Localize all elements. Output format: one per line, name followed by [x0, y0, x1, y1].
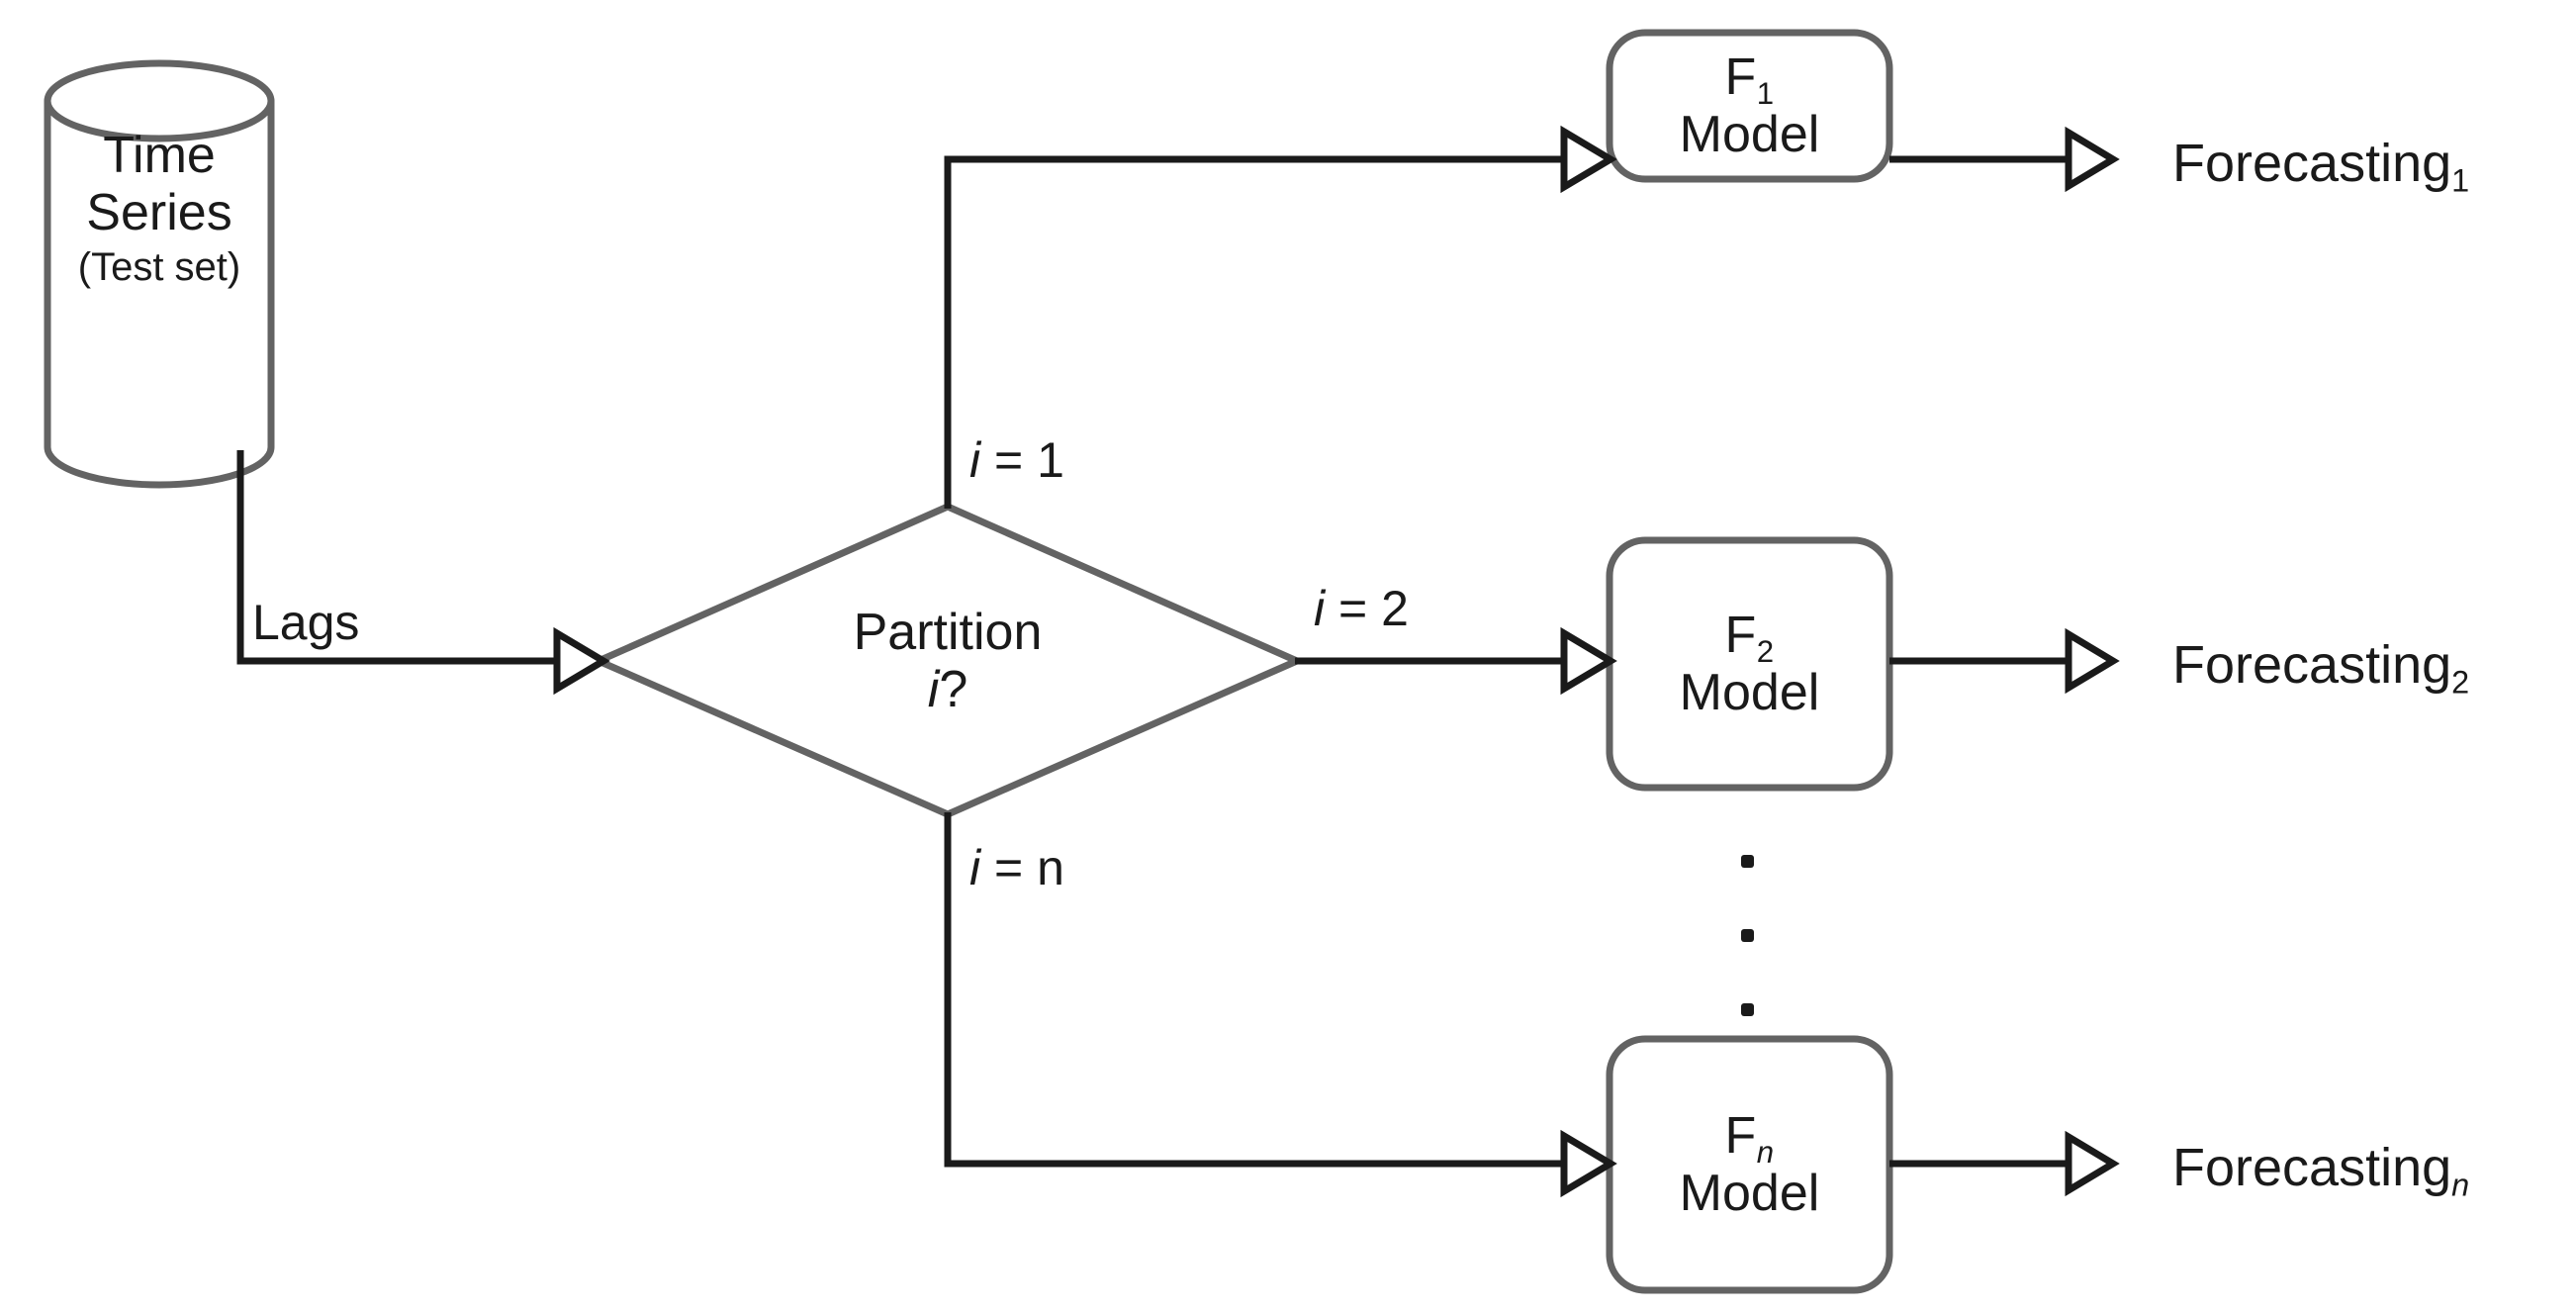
datastore-line-2: Series [86, 184, 232, 242]
model-1-subscript: 1 [1756, 75, 1775, 111]
model-1-word: Model [1679, 106, 1820, 163]
model-2-word: Model [1679, 664, 1820, 721]
output-label-1: Forecasting1 [2172, 133, 2469, 197]
decision-line-2: i? [928, 661, 967, 718]
model-n-word: Model [1679, 1165, 1820, 1222]
decision-label: Partition i? [750, 582, 1146, 740]
decision-question-mark: ? [939, 661, 968, 718]
edge-branch-2 [1295, 626, 1617, 696]
edge-lags [236, 450, 610, 696]
output-1-subscript: 1 [2451, 162, 2470, 199]
edge-branch-n [944, 812, 1617, 1198]
datastore-label: Time Series (Test set) [47, 127, 271, 290]
datastore-line-1: Time [103, 127, 216, 184]
branch-n-value: = n [980, 840, 1064, 895]
branch-2-variable: i [1314, 581, 1326, 636]
decision-variable: i [927, 661, 940, 718]
edge-output-2 [1889, 627, 2120, 695]
edge-label-lags: Lags [252, 595, 360, 650]
model-box-n-label: Fn Model [1610, 1039, 1889, 1290]
output-n-subscript: n [2451, 1167, 2470, 1203]
branch-1-value: = 1 [980, 432, 1064, 488]
output-n-text: Forecasting [2172, 1138, 2452, 1197]
output-1-text: Forecasting [2172, 134, 2452, 193]
model-n-subscript: n [1756, 1134, 1775, 1170]
edge-label-branch-n: i = n [969, 839, 1064, 896]
datastore-cylinder-shape [44, 59, 275, 489]
branch-n-variable: i [969, 840, 981, 895]
model-box-1-shape [1606, 29, 1893, 183]
output-2-text: Forecasting [2172, 635, 2452, 695]
edge-output-1 [1889, 126, 2120, 193]
vertical-ellipsis-icon [1741, 855, 1754, 1016]
model-n-symbol: Fn [1724, 1106, 1775, 1170]
output-label-2: Forecasting2 [2172, 634, 2469, 699]
edge-label-branch-1: i = 1 [969, 431, 1064, 489]
branch-2-value: = 2 [1325, 581, 1409, 636]
branch-1-variable: i [969, 432, 981, 488]
model-2-symbol: F2 [1724, 606, 1775, 669]
edge-label-branch-2: i = 2 [1314, 580, 1409, 637]
model-2-subscript: 2 [1756, 633, 1775, 669]
datastore-line-3: (Test set) [77, 245, 241, 290]
model-1-symbol: F1 [1724, 47, 1775, 111]
output-2-subscript: 2 [2451, 664, 2470, 701]
model-box-2-label: F2 Model [1610, 540, 1889, 788]
edge-output-n [1889, 1130, 2120, 1197]
model-box-1-label: F1 Model [1610, 40, 1889, 172]
edge-branch-1 [944, 125, 1617, 509]
decision-line-1: Partition [853, 603, 1043, 661]
output-label-n: Forecastingn [2172, 1137, 2469, 1201]
